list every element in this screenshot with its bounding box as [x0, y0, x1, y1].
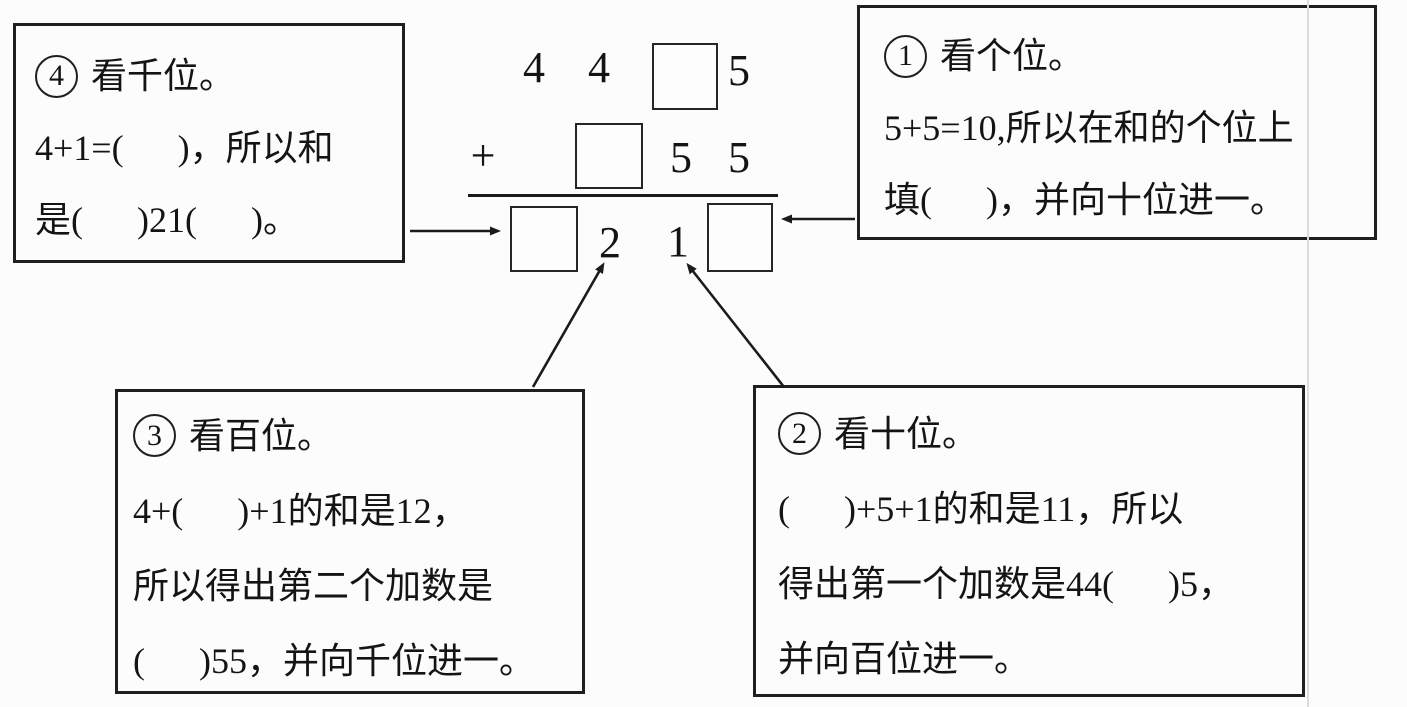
step-heading: 3 看百位。 — [133, 398, 574, 473]
scan-fold-line — [1307, 0, 1309, 707]
step-title: 看个位。 — [940, 36, 1085, 76]
step-text-line: ( )55，并向千位进一。 — [133, 640, 535, 681]
sum-ones-blank-box[interactable] — [707, 203, 773, 272]
step-text-line: ( )+5+1的和是11，所以 — [778, 488, 1184, 529]
step-title: 看百位。 — [189, 415, 334, 456]
step-text-line: 5+5=10,所以在和的个位上 — [884, 108, 1294, 148]
step-text-line: 填( )，并向十位进一。 — [884, 180, 1286, 220]
step-text-line: 4+1=( )，所以和 — [35, 128, 334, 168]
step-text-line: 是( )21( )。 — [35, 200, 299, 240]
step-text-line: 所以得出第二个加数是 — [133, 565, 494, 606]
step-title: 看千位。 — [91, 56, 236, 96]
addend2-tens-digit: 5 — [670, 133, 692, 182]
step-text-line: 得出第一个加数是44( )5， — [778, 563, 1234, 604]
addend1-hundreds-digit: 4 — [588, 43, 610, 92]
callout-step1-ones: 1 看个位。 5+5=10,所以在和的个位上 填( )，并向十位进一。 — [857, 5, 1377, 240]
step-heading: 2 看十位。 — [778, 396, 1294, 471]
sum-tens-digit: 1 — [667, 217, 689, 266]
callout-step4-thousands: 4 看千位。 4+1=( )，所以和 是( )21( )。 — [13, 23, 405, 263]
step-heading: 1 看个位。 — [884, 20, 1364, 92]
step-number-badge: 2 — [778, 412, 821, 455]
callout-step2-tens: 2 看十位。 ( )+5+1的和是11，所以 得出第一个加数是44( )5， 并… — [753, 385, 1305, 697]
arrow-step3-to-sum-hundreds — [531, 262, 605, 388]
arrow-step2-to-sum-tens — [686, 262, 786, 388]
addend1-ones-digit: 5 — [728, 46, 750, 95]
step-text-line: 4+( )+1的和是12， — [133, 490, 468, 531]
step-title: 看十位。 — [834, 413, 979, 454]
step-text-line: 并向百位进一。 — [778, 638, 1031, 679]
step-number-badge: 4 — [35, 54, 78, 98]
addend1-thousands-digit: 4 — [523, 43, 545, 92]
step-number-badge: 3 — [133, 414, 176, 457]
sum-hundreds-digit: 2 — [599, 218, 621, 267]
addend1-tens-blank-box[interactable] — [652, 43, 718, 110]
addend2-hundreds-blank-box[interactable] — [575, 123, 643, 189]
plus-sign: + — [470, 131, 496, 180]
sum-thousands-blank-box[interactable] — [510, 206, 578, 272]
callout-step3-hundreds: 3 看百位。 4+( )+1的和是12， 所以得出第二个加数是 ( )55，并向… — [115, 389, 585, 694]
step-number-badge: 1 — [884, 34, 927, 78]
step-heading: 4 看千位。 — [35, 40, 392, 112]
addend2-ones-digit: 5 — [728, 133, 750, 182]
sum-rule — [468, 194, 778, 197]
